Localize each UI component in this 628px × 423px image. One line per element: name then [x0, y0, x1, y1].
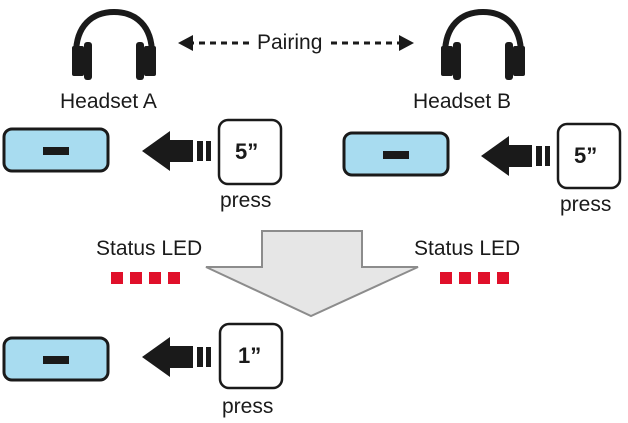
press-arrow-icon — [142, 337, 211, 377]
headset-a-label: Headset A — [60, 90, 157, 113]
led-blink — [111, 272, 123, 284]
headset-b-label: Headset B — [413, 90, 512, 113]
status-led-label-right: Status LED — [414, 237, 521, 260]
pairing-label: Pairing — [253, 32, 327, 53]
led-blink — [168, 272, 180, 284]
duration-box — [218, 322, 284, 390]
press-label: press — [560, 193, 612, 216]
duration-text: 1” — [238, 343, 262, 368]
led-blink — [130, 272, 142, 284]
led-blink — [459, 272, 471, 284]
device-final — [2, 336, 110, 382]
status-led-blinks-right — [440, 272, 509, 284]
duration-text: 5” — [574, 143, 598, 168]
pairing-double-arrow — [178, 35, 414, 51]
press-label: press — [220, 189, 272, 212]
led-blink — [149, 272, 161, 284]
headphones-icon — [72, 8, 156, 80]
status-led-blinks-left — [111, 272, 180, 284]
led-blink — [497, 272, 509, 284]
headphones-icon — [441, 8, 525, 80]
duration-box — [217, 118, 283, 186]
led-blink — [440, 272, 452, 284]
press-arrow-icon — [481, 136, 550, 176]
duration-box — [556, 122, 622, 190]
device-headset-b — [342, 131, 450, 177]
status-led-label-left: Status LED — [96, 237, 203, 260]
press-label: press — [222, 395, 274, 418]
duration-text: 5” — [235, 139, 259, 164]
flow-down-arrow — [205, 230, 419, 318]
press-arrow-icon — [142, 131, 211, 171]
led-blink — [478, 272, 490, 284]
device-headset-a — [2, 127, 110, 173]
